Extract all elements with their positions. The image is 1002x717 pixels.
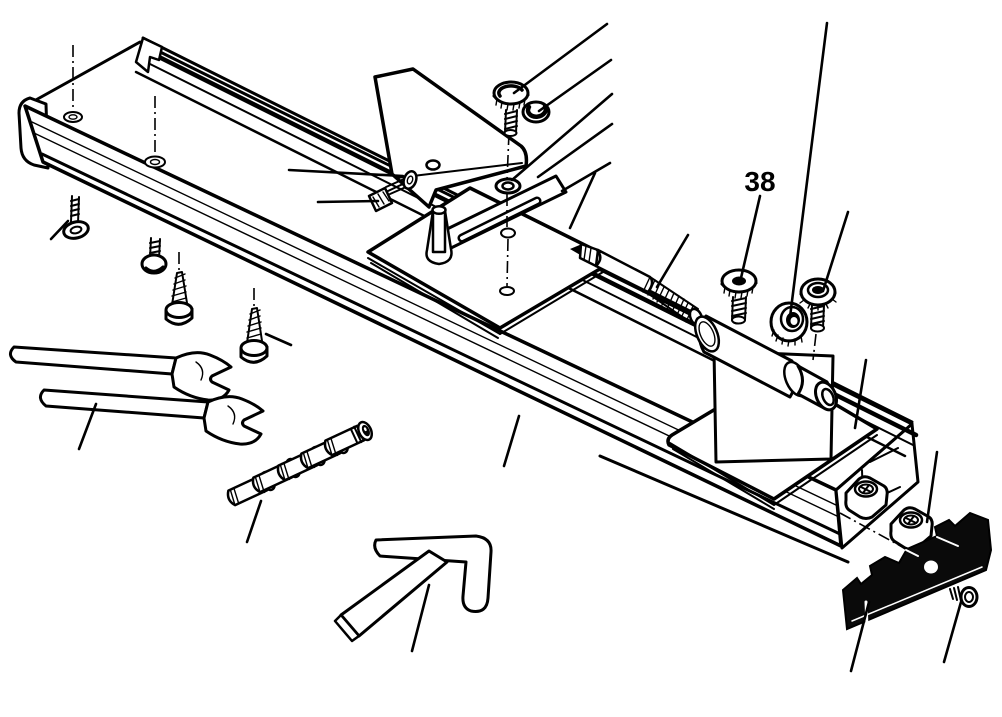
callout-38-label: 38 — [744, 166, 775, 197]
t-slot-nut-in-channel — [844, 475, 889, 520]
guide-pin — [425, 204, 453, 266]
hold-down-bracket — [333, 534, 493, 643]
knurled-nut — [769, 301, 809, 347]
leader-lines — [49, 21, 963, 673]
rail-mounting-holes — [63, 45, 166, 169]
open-end-wrench-1 — [9, 345, 233, 402]
thumb-screw-38 — [720, 268, 758, 325]
end-stop-bracket — [841, 511, 993, 631]
flat-head-screw — [62, 195, 90, 240]
pan-head-screw — [140, 237, 168, 275]
open-end-wrench-2 — [39, 388, 265, 446]
slotted-bar — [439, 174, 568, 250]
socket-head-bolts — [226, 418, 376, 507]
tapping-screw-1 — [164, 252, 194, 326]
keps-nut — [521, 100, 551, 124]
tapping-screw-2 — [239, 288, 269, 364]
adjuster-screw — [367, 170, 418, 213]
clamp-cylinder — [693, 314, 838, 412]
washer — [494, 132, 522, 287]
right-thumb-screw — [799, 277, 837, 361]
t-slot-nut-loose — [889, 506, 934, 551]
pivot-rod — [570, 242, 708, 328]
end-stop-screw — [949, 586, 979, 608]
